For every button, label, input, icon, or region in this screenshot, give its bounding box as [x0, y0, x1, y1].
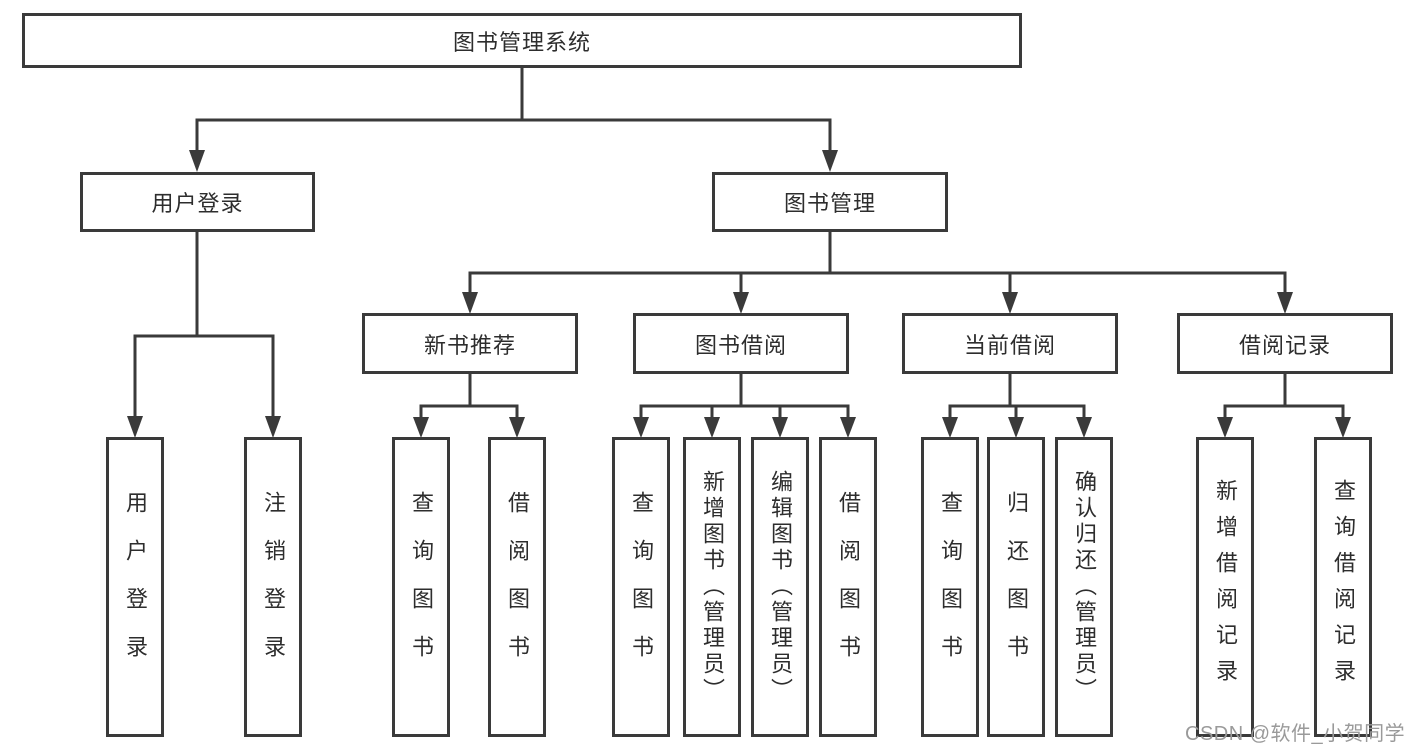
node-label: 借阅图书: [836, 491, 861, 683]
node-label: 新增图书（管理员）: [700, 470, 725, 704]
node-book-borrow: 图书借阅: [633, 313, 849, 374]
node-label: 注销登录: [261, 491, 286, 683]
node-label: 借阅记录: [1238, 332, 1331, 358]
node-label: 查询借阅记录: [1331, 479, 1356, 695]
leaf-edit-books-admin: 编辑图书（管理员）: [751, 437, 809, 737]
node-label: 查询图书: [629, 491, 654, 683]
node-label: 新增借阅记录: [1213, 479, 1238, 695]
node-label: 查询图书: [409, 491, 434, 683]
node-borrow-records: 借阅记录: [1177, 313, 1393, 374]
leaf-query-books-borrow: 查询图书: [612, 437, 670, 737]
node-label: 当前借阅: [963, 332, 1056, 358]
leaf-borrow-books-recommend: 借阅图书: [488, 437, 546, 737]
leaf-query-borrow-record: 查询借阅记录: [1314, 437, 1372, 737]
node-label: 借阅图书: [505, 491, 530, 683]
leaf-add-books-admin: 新增图书（管理员）: [683, 437, 741, 737]
csdn-watermark: CSDN @软件_小贺同学: [1185, 723, 1405, 745]
node-label: 确认归还（管理员）: [1072, 470, 1097, 704]
node-label: 用户登录: [123, 491, 148, 683]
node-book-management: 图书管理: [712, 172, 948, 232]
node-label: 新书推荐: [423, 332, 516, 358]
node-label: 图书借阅: [694, 332, 787, 358]
node-library-management-system: 图书管理系统: [22, 13, 1022, 68]
leaf-add-borrow-record: 新增借阅记录: [1196, 437, 1254, 737]
node-label: 编辑图书（管理员）: [768, 470, 793, 704]
leaf-confirm-return-admin: 确认归还（管理员）: [1055, 437, 1113, 737]
node-new-book-recommend: 新书推荐: [362, 313, 578, 374]
leaf-return-books: 归还图书: [987, 437, 1045, 737]
leaf-query-books-current: 查询图书: [921, 437, 979, 737]
leaf-user-login: 用户登录: [106, 437, 164, 737]
leaf-query-books-recommend: 查询图书: [392, 437, 450, 737]
node-current-borrow: 当前借阅: [902, 313, 1118, 374]
node-label: 查询图书: [938, 491, 963, 683]
node-label: 图书管理系统: [452, 29, 591, 55]
leaf-borrow-books: 借阅图书: [819, 437, 877, 737]
node-user-login: 用户登录: [80, 172, 315, 232]
leaf-logout: 注销登录: [244, 437, 302, 737]
node-label: 归还图书: [1004, 491, 1029, 683]
node-label: 用户登录: [151, 191, 244, 216]
node-label: 图书管理: [783, 191, 876, 216]
